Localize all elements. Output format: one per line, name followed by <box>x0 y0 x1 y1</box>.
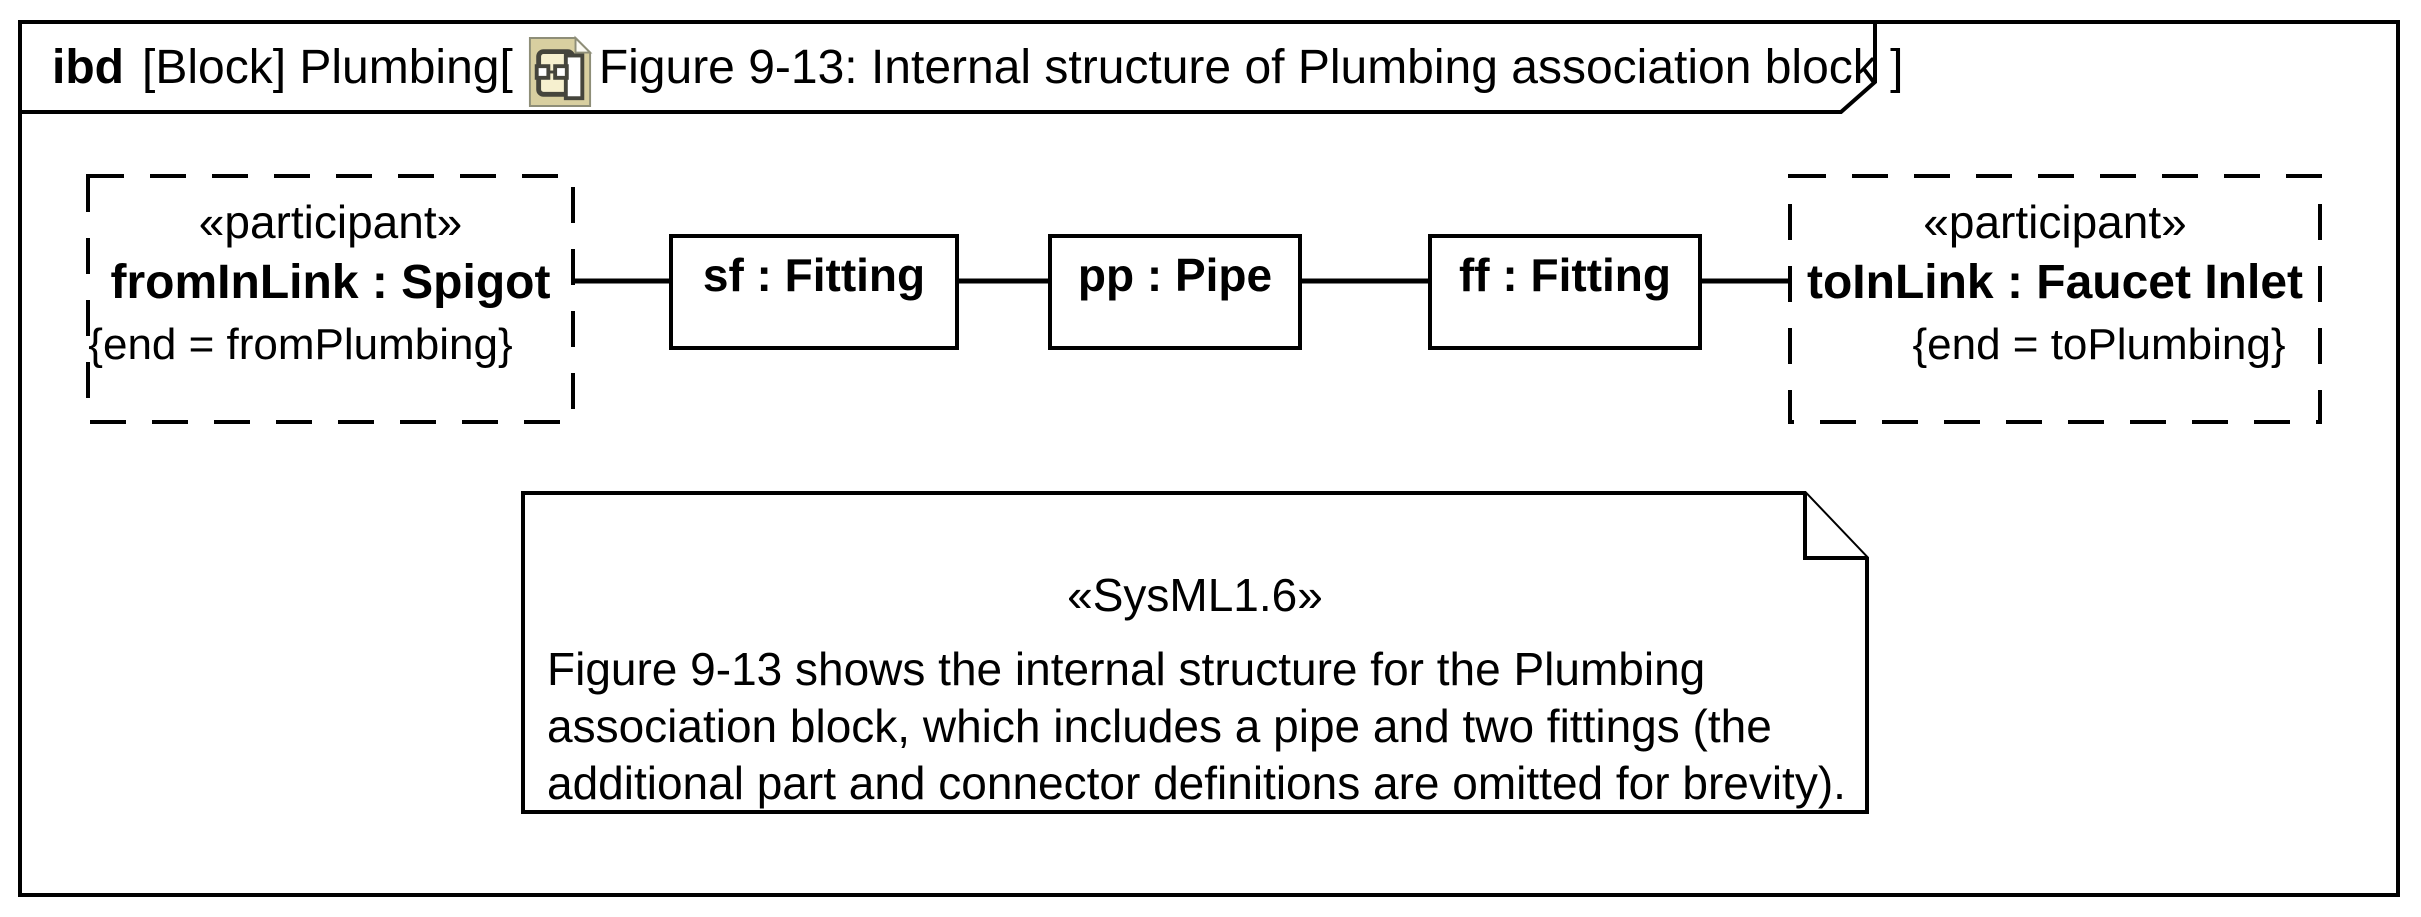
note-content: «SysML1.6» Figure 9-13 shows the interna… <box>523 493 1867 812</box>
part-box-sf-fitting[interactable] <box>669 234 959 350</box>
note-body: Figure 9-13 shows the internal structure… <box>523 641 1867 812</box>
participant-end-constraint: {end = toPlumbing} <box>1912 320 2286 369</box>
note-shape[interactable] <box>521 491 1869 814</box>
ibd-diagram-icon <box>528 35 593 107</box>
note-fold-corner <box>1803 493 1867 560</box>
note-body-line: Figure 9-13 shows the internal structure… <box>547 643 1706 695</box>
part-label-ff-fitting: ff : Fitting <box>1458 249 1671 301</box>
diagram-title-description: Figure 9-13: Internal structure of Plumb… <box>598 40 1904 94</box>
note-body-line: association block, which includes a pipe… <box>547 700 1772 752</box>
participant-box-toInLink[interactable] <box>1788 174 2322 424</box>
part-label-pp-pipe: pp : Pipe <box>1077 249 1273 301</box>
part-label-sf-fitting: sf : Fitting <box>702 249 926 301</box>
participant-stereotype: «participant» <box>198 196 463 248</box>
part-box-ff-fitting[interactable] <box>1428 234 1702 350</box>
participant-stereotype: «participant» <box>1923 196 2187 248</box>
diagram-kind-keyword: ibd <box>52 40 124 94</box>
diagram-title: ibd [Block] Plumbing[ Figure 9-13: Inter… <box>20 24 1903 110</box>
part-box-pp-pipe[interactable] <box>1048 234 1302 350</box>
note-body-line: additional part and connector definition… <box>547 757 1846 809</box>
diagram-title-tab <box>18 20 1877 114</box>
participant-fromInLink-content: «participant» fromInLink : Spigot {end =… <box>88 176 573 422</box>
participant-name: fromInLink : Spigot <box>110 256 551 309</box>
participant-name: toInLink : Faucet Inlet <box>1806 256 2303 309</box>
note-stereotype: «SysML1.6» <box>1067 569 1323 621</box>
participant-box-fromInLink[interactable] <box>86 174 575 424</box>
diagram-title-context: [Block] Plumbing[ <box>141 40 513 94</box>
participant-end-constraint: {end = fromPlumbing} <box>88 320 513 369</box>
participant-toInLink-content: «participant» toInLink : Faucet Inlet {e… <box>1790 176 2320 422</box>
